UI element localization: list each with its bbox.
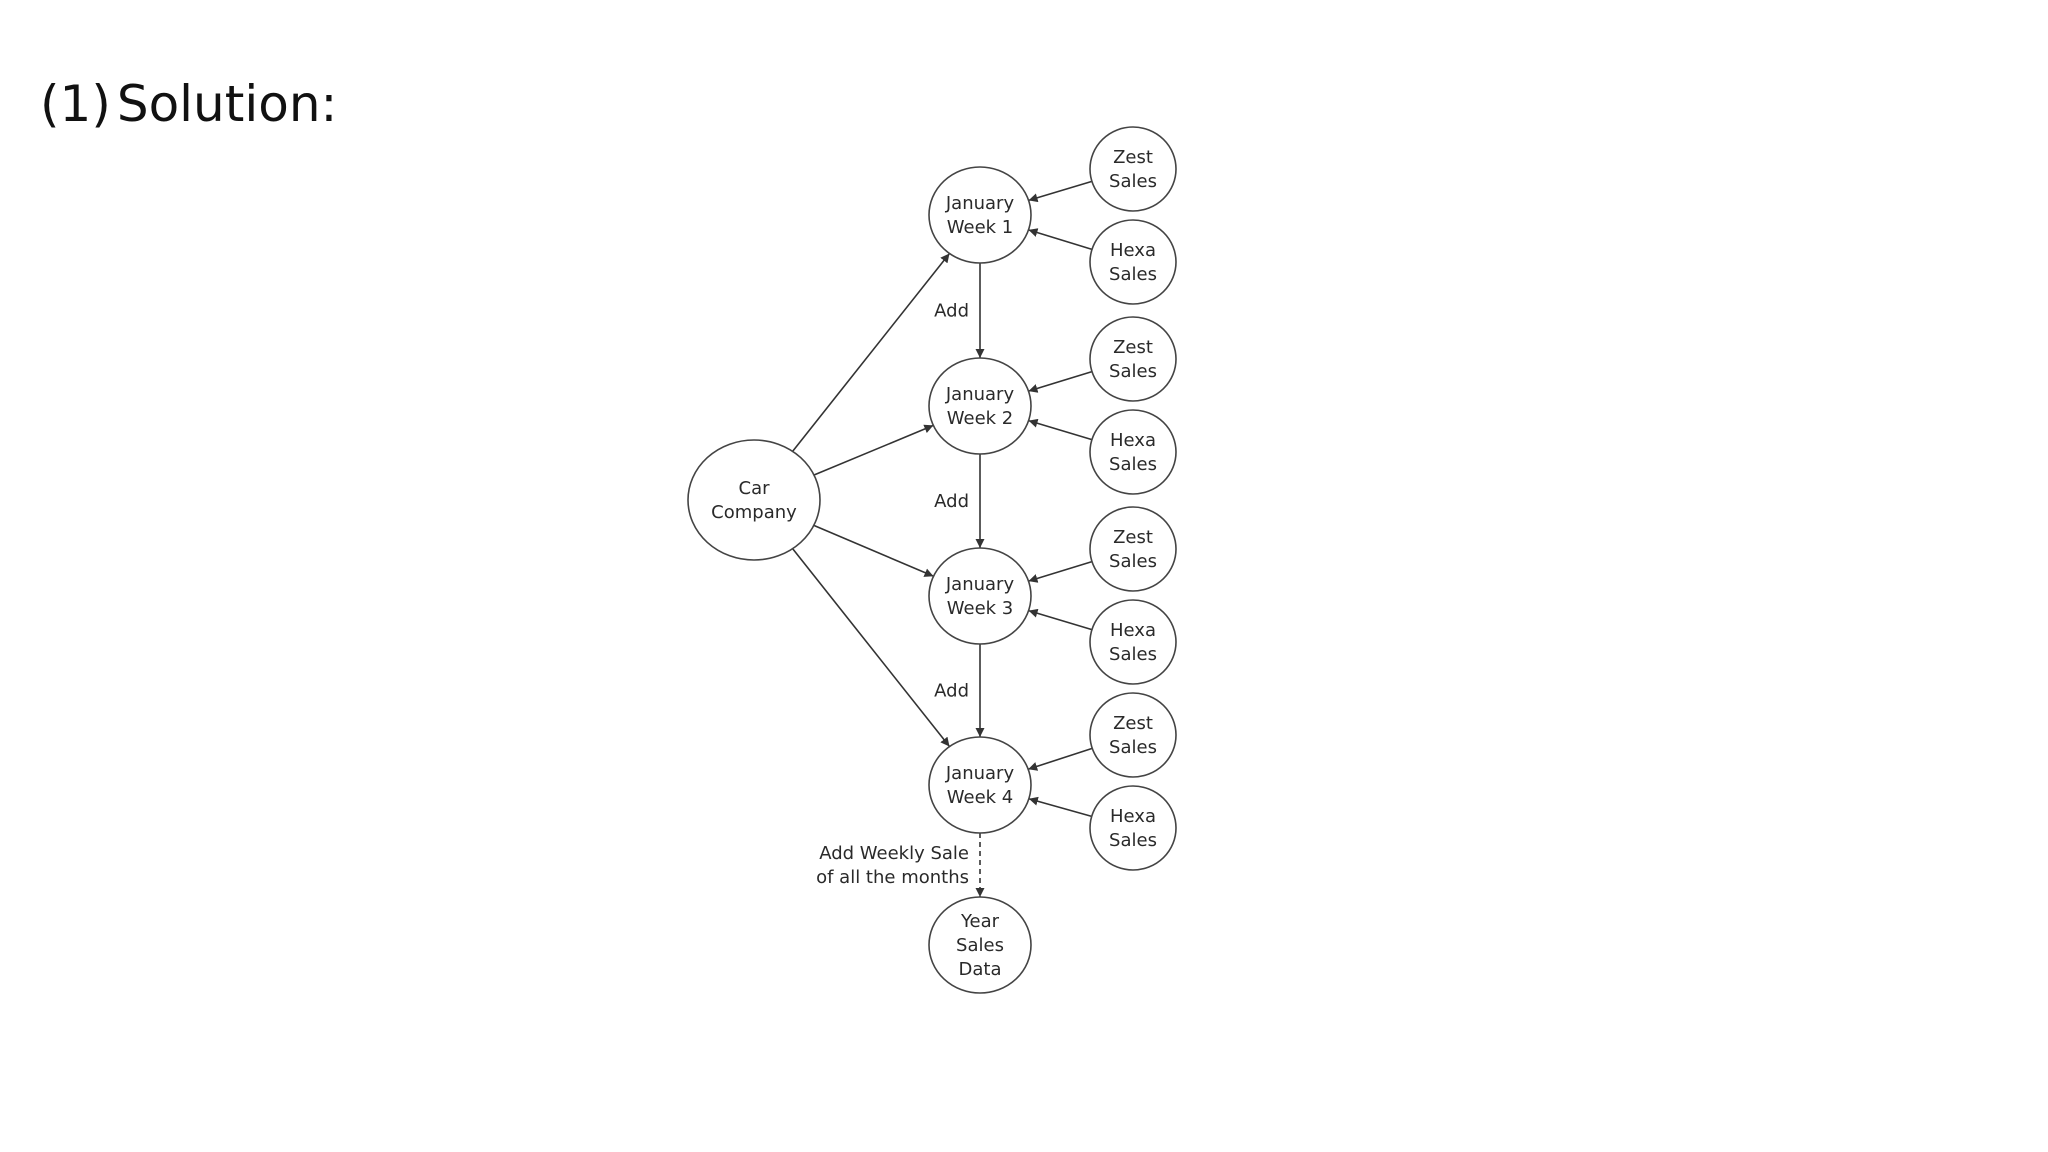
edge-z3-to-w3: [1028, 560, 1093, 583]
edge-h4-to-w4: [1028, 796, 1092, 818]
edge-car-to-w1: [791, 252, 951, 452]
edge-h2-to-w2: [1028, 418, 1093, 441]
node-shape-h4: [1089, 785, 1177, 871]
edge-label-w3-to-w4: Add: [934, 681, 969, 702]
edge-h3-to-w3: [1028, 608, 1093, 631]
node-shape-year: [928, 896, 1032, 994]
node-shape-w1: [928, 166, 1032, 264]
heading-title: Solution:: [116, 75, 338, 133]
edge-car-to-w4: [791, 548, 951, 748]
node-shape-w3: [928, 547, 1032, 645]
edge-z2-to-w2: [1028, 370, 1093, 393]
edges-layer: [791, 180, 1093, 897]
node-shape-w2: [928, 357, 1032, 455]
node-shape-h3: [1089, 599, 1177, 685]
node-shape-z2: [1089, 316, 1177, 402]
node-shape-h1: [1089, 219, 1177, 305]
page-heading: (1)Solution:: [40, 72, 337, 136]
edge-car-to-w2: [813, 424, 934, 476]
edge-car-to-w3: [813, 524, 934, 577]
node-shape-car: [687, 439, 821, 561]
node-shape-z1: [1089, 126, 1177, 212]
edge-label-w1-to-w2: Add: [934, 301, 969, 322]
edge-label-w2-to-w3: Add: [934, 491, 969, 512]
edge-z4-to-w4: [1027, 747, 1093, 771]
edge-z1-to-w1: [1028, 180, 1093, 203]
node-shape-z3: [1089, 506, 1177, 592]
node-shape-h2: [1089, 409, 1177, 495]
node-shape-z4: [1089, 692, 1177, 778]
edge-h1-to-w1: [1028, 228, 1093, 251]
heading-number: (1): [40, 75, 111, 133]
node-shape-w4: [928, 736, 1032, 834]
